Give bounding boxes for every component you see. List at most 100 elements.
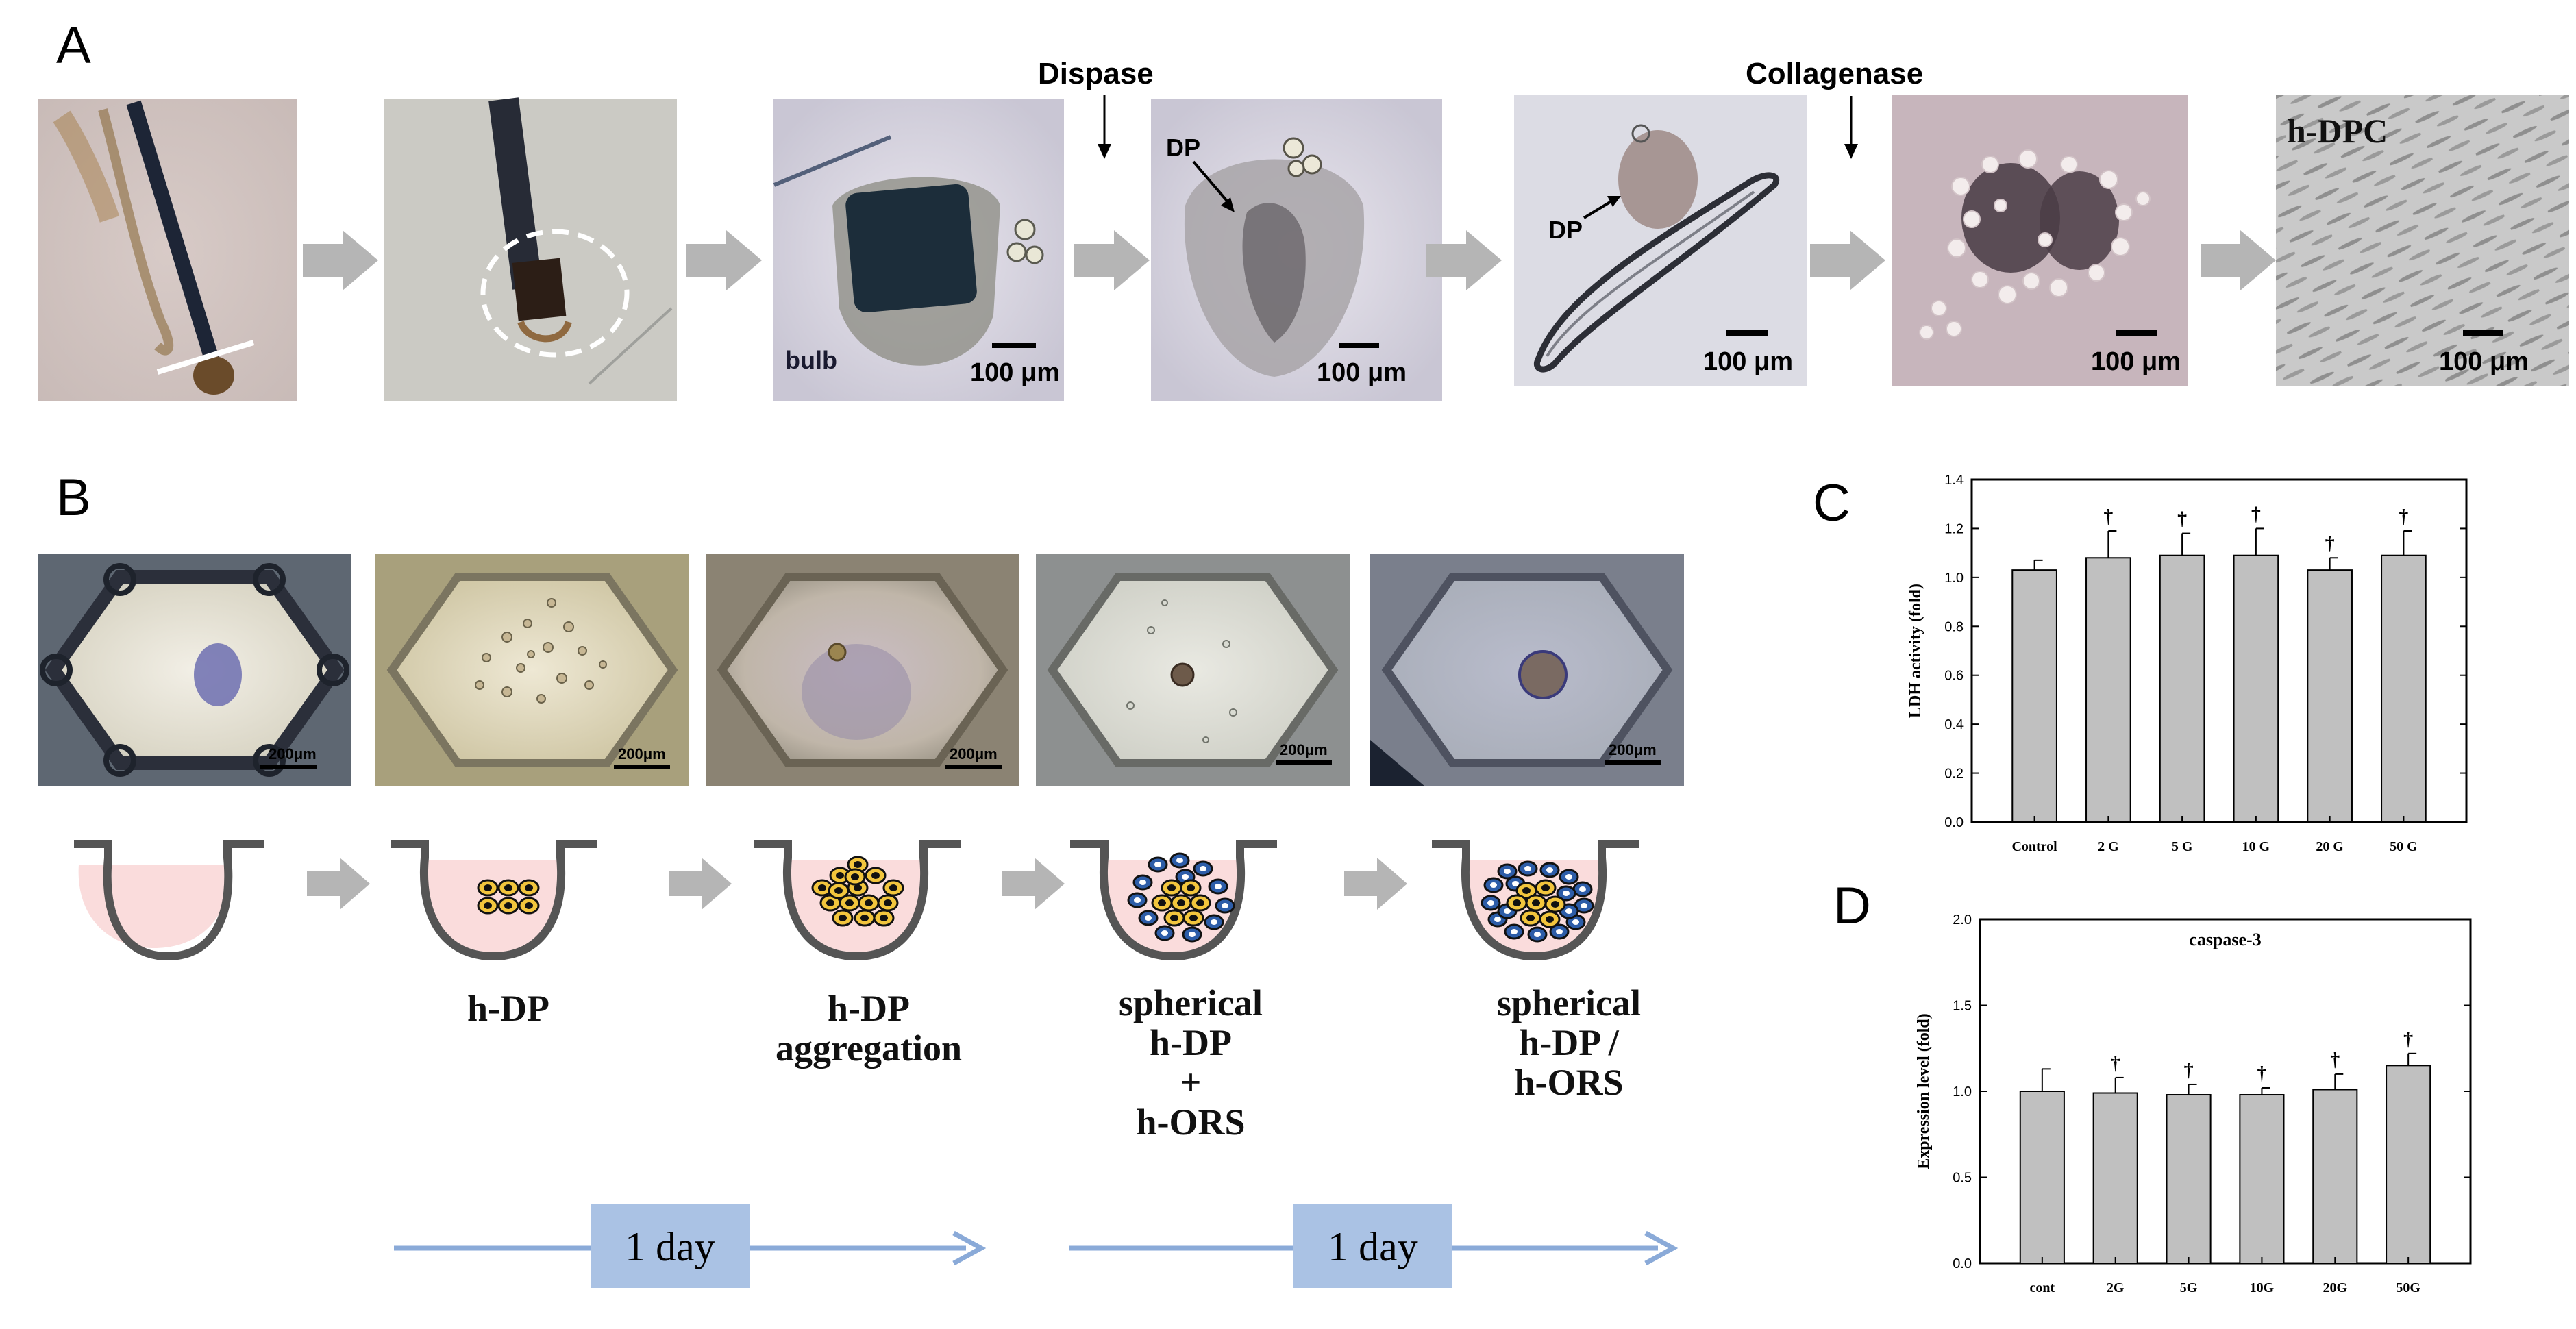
stage-label-line: aggregation: [776, 1028, 962, 1069]
stage-label-line: spherical: [1497, 982, 1641, 1023]
process-arrow-a1: [303, 230, 378, 290]
stage-label-line: spherical: [1119, 982, 1263, 1023]
scale-bar-b5: [1605, 760, 1661, 765]
cell-cluster-hdp: [477, 879, 540, 915]
well-diagram-empty: [74, 840, 264, 961]
significance-marker: †: [2177, 509, 2187, 530]
y-tick-label: 0.8: [1944, 619, 1964, 634]
significance-marker: †: [2399, 506, 2408, 527]
chart-caspase-3: 0.00.51.01.52.0cont†2G†5G†10G†20G†50GExp…: [1915, 912, 2472, 1295]
day-label-2: 1 day: [1328, 1224, 1418, 1269]
day-box-2: [1293, 1204, 1452, 1288]
scale-bar-a2: [1339, 343, 1379, 348]
process-arrow-a6: [2201, 230, 2276, 290]
scale-bar-b1: [260, 765, 317, 769]
scale-bar-a1: [992, 343, 1036, 348]
day-box-1: [591, 1204, 750, 1288]
y-tick-label: 2.0: [1953, 912, 1972, 928]
label-dp-a1: DP: [1166, 134, 1200, 162]
scale-bar-a5: [2463, 330, 2503, 336]
micrograph-hair-follicle: [38, 99, 297, 401]
plot-frame: [1970, 478, 2468, 823]
scale-label-a2: 100 μm: [1317, 358, 1407, 387]
bar: [2307, 569, 2353, 823]
bar: [2239, 1094, 2285, 1265]
timeline-1: 1 day: [394, 1204, 987, 1288]
significance-marker: †: [2403, 1029, 2413, 1050]
arrow-collagenase: [1844, 96, 1858, 159]
panel-letter-b: B: [56, 469, 91, 527]
x-tick-label: 5G: [2180, 1280, 2198, 1295]
bar: [2166, 1094, 2212, 1265]
micrograph-well-hdp: 200μm: [375, 554, 689, 786]
significance-marker: †: [2325, 533, 2335, 554]
process-arrow-b4: [1344, 858, 1407, 910]
scale-label-a5: 100 μm: [2439, 347, 2529, 376]
label-bulb: bulb: [785, 346, 837, 374]
dashed-selection-circle: [480, 229, 630, 358]
x-tick-label: 50G: [2396, 1280, 2420, 1295]
bar: [2085, 557, 2131, 823]
scale-bar-b4: [1276, 760, 1332, 765]
y-tick-label: 0.4: [1944, 717, 1964, 732]
x-tick-label: cont: [2030, 1280, 2055, 1295]
stage-label-line: h-DP: [467, 988, 549, 1029]
cell-cluster-aggregation: [811, 856, 904, 927]
y-tick-label: 0.6: [1944, 669, 1964, 684]
process-arrows-b: [307, 858, 1407, 910]
scale-label-a3: 100 μm: [1703, 347, 1793, 376]
process-arrow-a4: [1426, 230, 1502, 290]
x-tick-label: 10 G: [2242, 839, 2270, 854]
y-tick-label: 0.0: [1944, 815, 1964, 830]
process-arrow-a2: [686, 230, 762, 290]
label-dp-a2: DP: [1548, 216, 1583, 244]
x-tick-label: 2 G: [2098, 839, 2119, 854]
scale-label-b4: 200μm: [1280, 741, 1328, 758]
micrograph-well-empty: 200μm: [38, 554, 351, 786]
y-tick-label: 0.5: [1953, 1171, 1972, 1186]
x-tick-label: 20 G: [2316, 839, 2344, 854]
scale-bar-b3: [945, 765, 1002, 769]
x-tick-label: 5 G: [2172, 839, 2193, 854]
y-tick-label: 1.2: [1944, 521, 1964, 536]
x-tick-label: 10G: [2250, 1280, 2275, 1295]
stage-label-line: +: [1180, 1062, 1202, 1103]
stage-label-line: h-DP: [828, 988, 910, 1029]
x-tick-label: 20G: [2323, 1280, 2348, 1295]
bar: [2386, 1065, 2431, 1264]
micrograph-well-aggregation: 200μm: [706, 554, 1019, 786]
y-tick-label: 0.0: [1953, 1256, 1972, 1271]
bar: [2011, 569, 2057, 823]
stage-label-line: h-DP /: [1519, 1022, 1620, 1063]
significance-marker: †: [2111, 1053, 2120, 1074]
bar: [2233, 554, 2279, 823]
stage-label-line: h-DP: [1150, 1022, 1232, 1063]
scale-bar-a3: [1726, 330, 1768, 336]
micrograph-dp-separated: DP 100 μm: [1514, 95, 1807, 386]
scale-label-a1: 100 μm: [970, 358, 1060, 387]
process-arrows-a: [303, 230, 2276, 290]
stage-label-1: h-DP: [467, 988, 549, 1029]
process-arrow-b3: [1002, 858, 1065, 910]
label-hdpc: h-DPC: [2287, 112, 2388, 150]
y-axis-label: LDH activity (fold): [1907, 584, 1924, 718]
stage-label-line: h-ORS: [1514, 1062, 1623, 1103]
chart-title: caspase-3: [2189, 930, 2261, 949]
bar: [2159, 554, 2205, 823]
scale-bar-a4: [2116, 330, 2157, 336]
y-tick-label: 1.5: [1953, 999, 1972, 1014]
process-arrow-b2: [669, 858, 732, 910]
micrograph-well-spheroid: 200μm: [1370, 554, 1684, 786]
scale-label-b1: 200μm: [269, 745, 317, 762]
significance-marker: †: [2251, 504, 2261, 525]
y-tick-label: 1.4: [1944, 473, 1964, 488]
significance-marker: †: [2257, 1063, 2266, 1084]
panel-letter-c: C: [1813, 474, 1850, 532]
significance-marker: †: [2330, 1049, 2340, 1071]
label-dispase: Dispase: [1038, 57, 1154, 90]
micrograph-bulb-cut: [384, 97, 677, 401]
scale-bar-b2: [614, 765, 670, 769]
micrograph-dp-bulb: DP 100 μm: [1151, 99, 1442, 401]
